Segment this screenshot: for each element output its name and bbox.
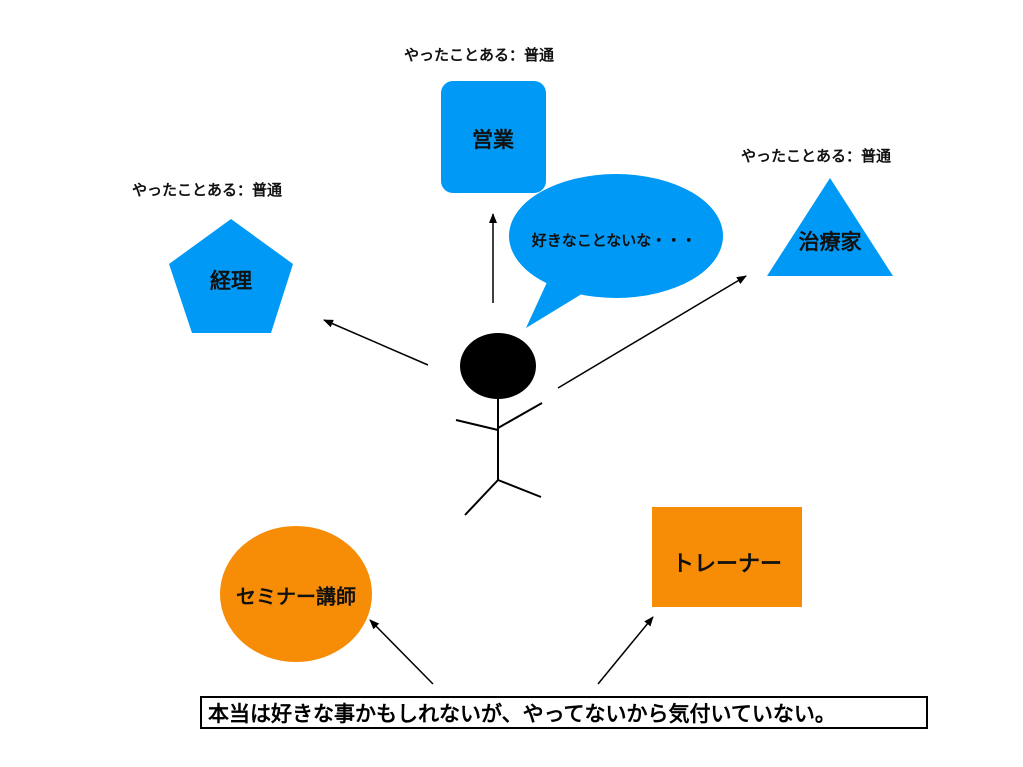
seminar-node-label: セミナー講師 bbox=[236, 584, 356, 609]
trainer-node-label: トレーナー bbox=[671, 552, 783, 577]
accounting-node-label: 経理 bbox=[210, 269, 252, 293]
accounting-node-shape bbox=[169, 219, 293, 333]
speech-bubble-text: 好きなことないな・・・ bbox=[531, 231, 697, 250]
sales-node-shape bbox=[441, 81, 546, 193]
sales-node-label: 営業 bbox=[472, 128, 514, 152]
therapist-node-shape bbox=[767, 178, 893, 276]
bottom-statement-box: 本当は好きな事かもしれないが、やってないから気付いていない。 bbox=[200, 696, 928, 729]
arrow-to-trainer bbox=[597, 616, 654, 685]
caption-therapist: やったことある：普通 bbox=[741, 147, 892, 165]
arrow-to-seminar bbox=[369, 619, 434, 685]
stick-figure-right-leg bbox=[497, 479, 542, 498]
speech-bubble-shape bbox=[509, 174, 723, 298]
arrow-to-accounting bbox=[323, 319, 429, 366]
stick-figure-left-leg bbox=[464, 479, 499, 516]
stick-figure bbox=[455, 333, 543, 516]
arrow-to-therapist bbox=[557, 275, 747, 389]
caption-accounting: やったことある：普通 bbox=[132, 181, 283, 199]
therapist-node-label: 治療家 bbox=[798, 230, 862, 254]
trainer-node-shape bbox=[652, 507, 802, 607]
bottom-statement-text: 本当は好きな事かもしれないが、やってないから気付いていない。 bbox=[208, 701, 836, 726]
stick-figure-head bbox=[460, 333, 536, 399]
caption-sales: やったことある：普通 bbox=[404, 46, 555, 64]
seminar-node-shape bbox=[220, 526, 372, 662]
stick-figure-left-arm bbox=[455, 419, 499, 431]
stick-figure-right-arm bbox=[497, 402, 543, 429]
